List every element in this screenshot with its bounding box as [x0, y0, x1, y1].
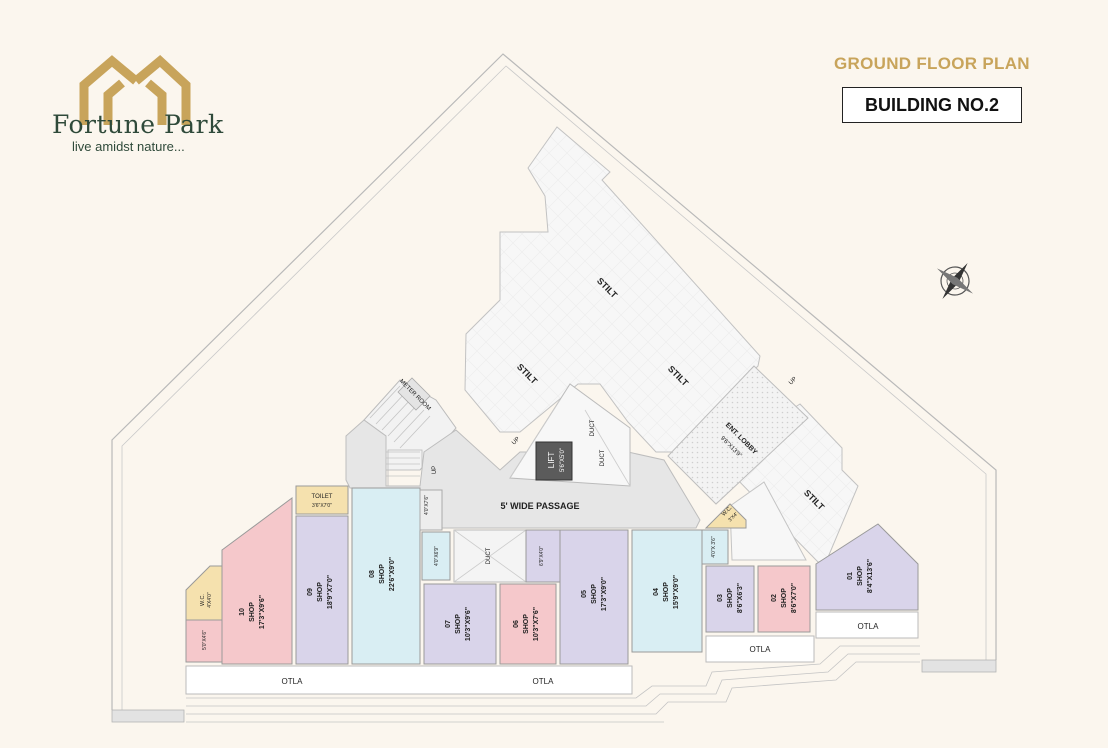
label-up-2: UP — [511, 436, 521, 446]
label-shop-07: SHOP — [455, 614, 462, 634]
entrance-lobby — [667, 365, 809, 505]
label-toilet: TOILET — [312, 494, 333, 500]
label-shop-06-number: 06 — [513, 620, 520, 628]
label-shop-04-size: 15'9"X9'0" — [673, 575, 680, 609]
stilt-area — [464, 126, 761, 453]
label-shop-06-size: 10'3"X7'6" — [533, 607, 540, 641]
label-duct-2: DUCT — [600, 449, 606, 466]
label-shop-06: SHOP — [523, 614, 530, 634]
label-shop-09: SHOP — [317, 582, 324, 602]
label-otla-2: OTLA — [533, 677, 555, 686]
wc-left-lower — [185, 619, 223, 663]
label-shop-04-number: 04 — [653, 588, 660, 596]
shop-04 — [631, 529, 703, 653]
label-shop-07-size: 10'3"X9'6" — [465, 607, 472, 641]
wc-right — [704, 503, 747, 529]
label-toilet-size: 3'6"X7'0" — [312, 503, 332, 509]
label-otla-3: OTLA — [750, 645, 772, 654]
label-passage: 5' WIDE PASSAGE — [501, 501, 580, 511]
shop-05 — [559, 529, 629, 665]
label-shop-01-size: 8'4"X13'6" — [867, 559, 874, 593]
toilet — [295, 485, 349, 515]
shop-06 — [499, 583, 557, 665]
label-shop-01-number: 01 — [847, 572, 854, 580]
label-shop-05-number: 05 — [581, 590, 588, 598]
small-room-d — [701, 529, 729, 565]
shop-10 — [221, 497, 293, 665]
shop-08 — [351, 487, 421, 665]
label-duct-3: DUCT — [486, 547, 492, 564]
label-shop-02-size: 8'6"X7'0" — [791, 583, 798, 613]
label-small-d: 4'0"X 3'6" — [711, 536, 717, 558]
label-shop-10-number: 10 — [239, 608, 246, 616]
label-small-a: 4'0"X7'6" — [424, 495, 430, 515]
shop-07 — [423, 583, 497, 665]
small-room-c — [525, 529, 561, 583]
label-shop-01: SHOP — [857, 566, 864, 586]
meter-room — [397, 377, 431, 411]
label-shop-08-size: 22'6"X9'0" — [389, 557, 396, 591]
shop-01 — [815, 523, 919, 611]
label-shop-10-size: 17'3"X9'6" — [259, 595, 266, 629]
label-shop-09-size: 18'9"X7'0" — [327, 575, 334, 609]
label-lift-size: 5'6"X5'0" — [560, 448, 566, 472]
label-shop-02-number: 02 — [771, 594, 778, 602]
small-room-a — [419, 489, 443, 531]
label-wc-left-size: 4'X4'0" — [207, 592, 213, 608]
label-shop-03: SHOP — [727, 588, 734, 608]
label-shop-05: SHOP — [591, 584, 598, 604]
shop-03 — [705, 565, 755, 633]
small-room-b — [421, 531, 451, 581]
otla-right — [815, 611, 919, 639]
label-otla-4: OTLA — [858, 622, 880, 631]
label-shop-09-number: 09 — [307, 588, 314, 596]
label-shop-05-size: 17'3"X9'0" — [601, 577, 608, 611]
label-duct-1: DUCT — [590, 419, 596, 436]
label-lift: LIFT — [547, 452, 556, 469]
label-shop-07-number: 07 — [445, 620, 452, 628]
label-otla-1: OTLA — [282, 677, 304, 686]
label-shop-03-size: 8'6"X6'3" — [737, 583, 744, 613]
label-up-3: UP — [788, 376, 798, 386]
label-shop-10: SHOP — [249, 602, 256, 622]
otla-mid — [705, 635, 815, 663]
brand-tagline: live amidst nature... — [72, 139, 185, 154]
label-wc-left: W.C. — [200, 594, 206, 606]
label-shop-02: SHOP — [781, 588, 788, 608]
label-small-c: 6'9"X4'0" — [539, 546, 545, 566]
compass-rose-icon — [936, 262, 974, 300]
shop-02 — [757, 565, 811, 633]
label-wc-left-lower-size: 5'0"X4'6" — [202, 630, 208, 650]
label-small-b: 4'0"X6'9" — [434, 546, 440, 566]
lift — [535, 441, 573, 481]
label-wc-right-size: 3'X4' — [727, 511, 739, 523]
wc-left — [185, 565, 223, 621]
label-shop-08: SHOP — [379, 564, 386, 584]
otla-left — [185, 665, 633, 695]
shop-09 — [295, 515, 349, 665]
plan-title: GROUND FLOOR PLAN — [834, 54, 1030, 73]
label-shop-04: SHOP — [663, 582, 670, 602]
plot-boundary — [111, 53, 997, 710]
label-up-1: UP — [432, 466, 438, 474]
building-number-badge: BUILDING NO.2 — [842, 87, 1022, 123]
house-logo-icon — [79, 55, 191, 125]
brand-name: Fortune Park — [52, 110, 224, 139]
label-shop-03-number: 03 — [717, 594, 724, 602]
label-shop-08-number: 08 — [369, 570, 376, 578]
